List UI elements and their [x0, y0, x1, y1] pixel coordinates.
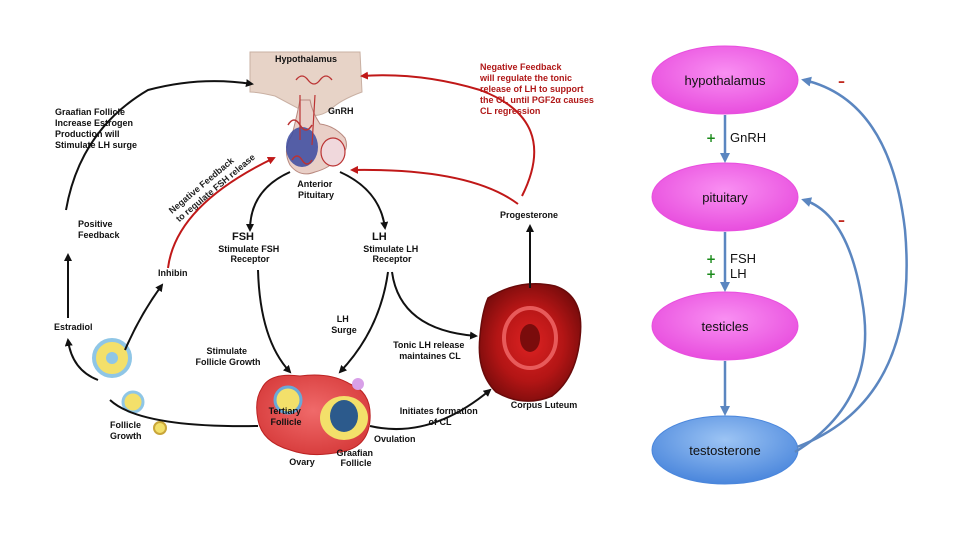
gnrh-side-label: GnRH: [730, 130, 766, 145]
tonic-lh-label: Tonic LH release maintaines CL: [393, 340, 467, 361]
node-hypothalamus: hypothalamus: [651, 45, 799, 115]
lh-label: LH: [372, 231, 387, 243]
plus-sign-gnrh: +: [706, 131, 716, 145]
node-testosterone: testosterone: [651, 415, 799, 485]
ovary-label: Ovary: [289, 457, 315, 467]
node-hypothalamus-label: hypothalamus: [685, 73, 766, 88]
arrow-to-hypothalamus-left: [65, 79, 254, 211]
follicle-growth-label: Follicle Growth: [110, 420, 144, 441]
negative-feedback-lh-note: Negative Feedback will regulate the toni…: [479, 62, 596, 116]
arrow-fsh-to-ovary: [257, 269, 292, 374]
hypothalamus-label: Hypothalamus: [275, 54, 337, 64]
lh-side-label: LH: [730, 266, 747, 281]
plus-sign-fsh: +: [706, 252, 716, 266]
node-pituitary: pituitary: [651, 162, 799, 232]
corpus-luteum-illustration: [478, 283, 582, 402]
arrow-pituitary-to-lh: [339, 171, 389, 230]
arrow-pituitary-to-fsh: [246, 171, 291, 232]
arrow-lh-surge-to-ovary: [338, 271, 389, 374]
arrow-progesterone-to-pituitary: [350, 165, 519, 205]
black-pathway-arrows: [64, 79, 534, 430]
initiates-cl-label: Initiates formation of CL: [400, 406, 481, 427]
arrow-inhibin-to-pituitary: [167, 156, 276, 269]
hypothalamus-pituitary-illustration: [249, 51, 363, 175]
inhibin-label: Inhibin: [158, 268, 188, 278]
node-testicles: testicles: [651, 291, 799, 361]
arrow-follicle-growth-to-ovary: [109, 399, 259, 428]
node-pituitary-label: pituitary: [702, 190, 748, 205]
negative-feedback-arrows: [794, 76, 908, 454]
red-feedback-arrows: [167, 71, 536, 269]
tertiary-follicle-label: Tertiary Follicle: [269, 406, 304, 427]
lh-surge-label: LH Surge: [331, 314, 357, 335]
progesterone-label: Progesterone: [500, 210, 558, 220]
arrow-testosterone-to-hypothalamus: [796, 76, 908, 449]
graafian-follicle-note: Graafian Follicle Increase Estrogen Prod…: [55, 107, 137, 150]
arrow-lh-to-corpus-luteum: [391, 271, 478, 340]
negative-feedback-fsh-note: Negative Feedback to regulate FSH releas…: [167, 144, 257, 224]
follicle-cells-illustration: [92, 338, 167, 435]
minus-sign-pituitary: –: [838, 213, 845, 229]
arrow-follicle-to-estradiol: [64, 338, 99, 381]
reproductive-cycle-diagram: Hypothalamus GnRH Anterior Pituitary Neg…: [54, 51, 596, 468]
plus-sign-lh: +: [706, 267, 716, 281]
positive-feedback-label: Positive Feedback: [78, 219, 121, 240]
fsh-receptor-label: Stimulate FSH Receptor: [218, 244, 282, 264]
node-testosterone-label: testosterone: [689, 443, 761, 458]
ovulation-label: Ovulation: [374, 434, 416, 444]
arrow-follicle-to-inhibin: [124, 283, 164, 351]
anterior-pituitary-label: Anterior Pituitary: [297, 179, 335, 200]
arrow-ovary-to-corpus-luteum: [369, 388, 492, 430]
corpus-luteum-label: Corpus Luteum: [511, 400, 578, 410]
ovary-illustration: [256, 374, 371, 456]
fsh-side-label: FSH: [730, 251, 756, 266]
arrow-progesterone-to-hypothalamus: [360, 71, 536, 197]
arrow-testosterone-to-pituitary: [794, 197, 867, 454]
gnrh-label: GnRH: [328, 106, 354, 116]
fsh-label: FSH: [232, 231, 254, 243]
minus-sign-hypothalamus: –: [838, 74, 845, 90]
node-testicles-label: testicles: [702, 319, 749, 334]
lh-receptor-label: Stimulate LH Receptor: [363, 244, 421, 264]
male-hormone-axis-diagram: hypothalamus pituitary testicles testost…: [651, 45, 908, 485]
stimulate-follicle-growth-label: Stimulate Follicle Growth: [195, 346, 260, 367]
estradiol-label: Estradiol: [54, 322, 93, 332]
graafian-follicle-label: Graafian Follicle: [336, 448, 375, 468]
